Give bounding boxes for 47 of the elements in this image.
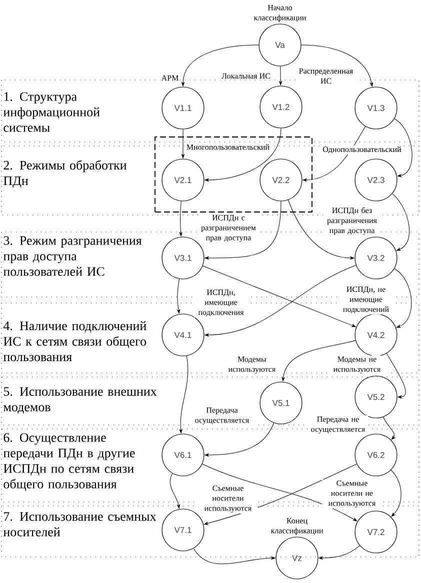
edge-label: Модемы используются xyxy=(222,356,282,374)
arrow xyxy=(383,416,396,440)
arrow xyxy=(390,470,402,517)
edge-label: Распределенная ИС xyxy=(296,67,356,85)
level-label: 1. Структура информационной системы xyxy=(3,92,100,132)
edge-label: Однопользовательский xyxy=(322,145,402,154)
group-box xyxy=(154,136,312,212)
edge-label: Локальная ИС xyxy=(220,72,272,80)
edge-label: ИСПДн без разграничения прав доступа xyxy=(324,206,380,236)
level-label: 3. Режим разграничения прав доступа пользователей ИС xyxy=(3,236,142,276)
edge-label: Съемные носители используются xyxy=(198,484,258,514)
node-caption: Конец классификации xyxy=(270,518,324,535)
arrow xyxy=(282,340,356,382)
arrow xyxy=(182,129,184,158)
level-label: 4. Наличие подключений ИС к сетям связи общего пользования xyxy=(3,321,146,362)
level-label: 5. Использование внешних модемов xyxy=(4,387,157,414)
edge-label: ИСПДн с разграничением прав доступа xyxy=(198,214,258,243)
arrow xyxy=(170,473,180,509)
arrow xyxy=(179,356,188,434)
arrow xyxy=(301,44,374,87)
arrow xyxy=(177,278,180,314)
edge-label: Передача осуществляется xyxy=(189,406,255,426)
arrow xyxy=(392,193,410,251)
edge-label: Передача не осуществляется xyxy=(308,416,368,434)
edge-label: Съемные носители не используются xyxy=(322,479,382,508)
arrow xyxy=(193,548,276,564)
edge-label: ИСПДн, не имеющие подключений xyxy=(337,286,395,314)
arrow xyxy=(394,268,412,328)
arrow xyxy=(394,118,412,178)
arrow xyxy=(204,128,282,182)
edge-label: ИСПДн, имеющие подключения xyxy=(194,288,248,318)
edge-label: АРМ xyxy=(160,74,180,82)
edge-label: Многопользовательский xyxy=(185,143,271,151)
arrow xyxy=(279,66,282,86)
arrow xyxy=(318,545,360,560)
level-label: 7. Использование съемных носителей xyxy=(3,512,156,536)
edge-label: Модемы не используются xyxy=(327,356,387,374)
arrow xyxy=(288,200,354,260)
level-label: 2. Режимы обработки ПДн xyxy=(4,160,126,188)
node-caption: Начало классификации xyxy=(254,5,306,22)
arrow xyxy=(302,126,366,182)
level-label: 6. Осуществление передачи ПДн в другие ИСПДн по сетям связи общего пользования xyxy=(3,433,135,491)
arrow xyxy=(182,44,259,86)
arrow xyxy=(179,200,182,236)
arrow xyxy=(386,353,406,398)
arrow xyxy=(204,422,274,456)
arrow xyxy=(204,201,282,260)
